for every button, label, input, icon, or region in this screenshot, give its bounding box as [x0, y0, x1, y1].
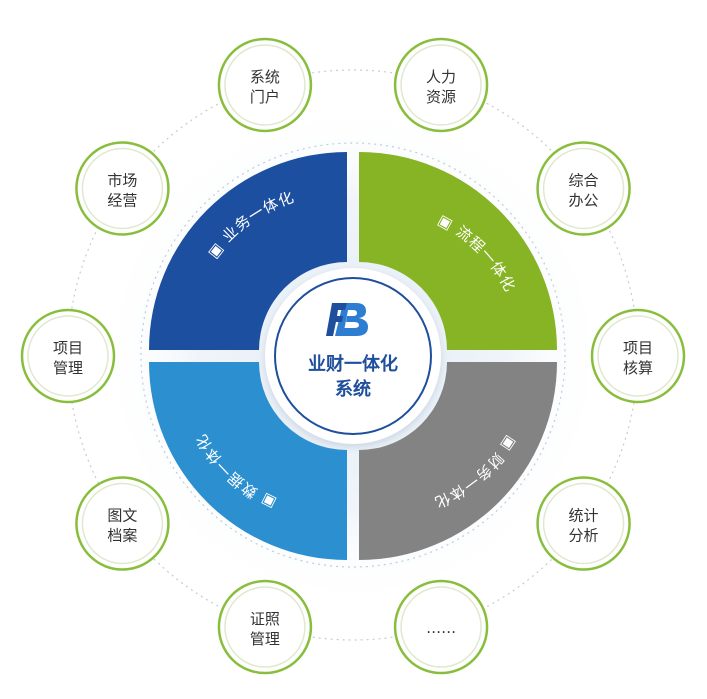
module-inner-ring: [81, 482, 164, 565]
module-label-line1: 证照: [250, 610, 280, 628]
fb-logo-icon: [326, 303, 368, 336]
module-inner-ring: [542, 147, 625, 230]
module-label-line1: 图文: [107, 507, 137, 525]
module-inner-ring: [27, 315, 109, 397]
quadrant-process[interactable]: ▣ 流程一体化: [359, 152, 557, 350]
quadrant-shape: [359, 362, 557, 560]
module-label-line2: 档案: [107, 527, 137, 545]
module-label-line2: 经营: [107, 191, 137, 209]
module-inner-ring: [224, 44, 306, 126]
module-label-line1: 统计: [569, 507, 599, 525]
module-label-line2: 办公: [569, 191, 599, 209]
quadrant-shape: [359, 152, 557, 350]
module-label-line2: 管理: [250, 630, 280, 648]
inner-dotted-ring: [140, 142, 566, 568]
module-inner-ring: [400, 586, 482, 668]
module-label-line1: ……: [426, 619, 456, 637]
module-label-line1: 系统: [250, 68, 280, 86]
center-subtitle: 系统: [335, 378, 371, 400]
module-label-line2: 管理: [53, 359, 83, 377]
center-hub: 业财一体化 系统: [265, 268, 441, 444]
module-label-line2: 门户: [250, 88, 280, 106]
module-inner-ring: [224, 586, 306, 668]
module-label-line1: 项目: [623, 339, 653, 357]
module-inner-ring: [400, 44, 482, 126]
module-label-line1: 项目: [53, 339, 83, 357]
module-label-line2: 资源: [426, 88, 456, 106]
quadrant-data[interactable]: ▣ 数据一体化: [149, 362, 347, 560]
quadrant-business[interactable]: ▣ 业务一体化: [149, 152, 347, 350]
module-inner-ring: [542, 482, 625, 565]
module-node[interactable]: ……: [393, 579, 489, 675]
module-inner-ring: [81, 147, 164, 230]
quadrant-finance[interactable]: ▣ 财务一体化: [359, 362, 557, 560]
center-ring: [274, 277, 432, 435]
module-label-line2: 核算: [623, 359, 653, 377]
quadrant-ring: ▣ 业务一体化▣ 流程一体化▣ 财务一体化▣ 数据一体化: [149, 152, 557, 560]
module-label-line1: 综合: [569, 171, 599, 189]
module-label-line1: 市场: [107, 171, 137, 189]
module-label-line1: 人力: [426, 68, 456, 86]
quadrant-shape: [149, 152, 347, 350]
module-label-line2: 分析: [569, 527, 599, 545]
quadrant-shape: [149, 362, 347, 560]
module-inner-ring: [597, 315, 679, 397]
center-title: 业财一体化: [308, 353, 398, 375]
